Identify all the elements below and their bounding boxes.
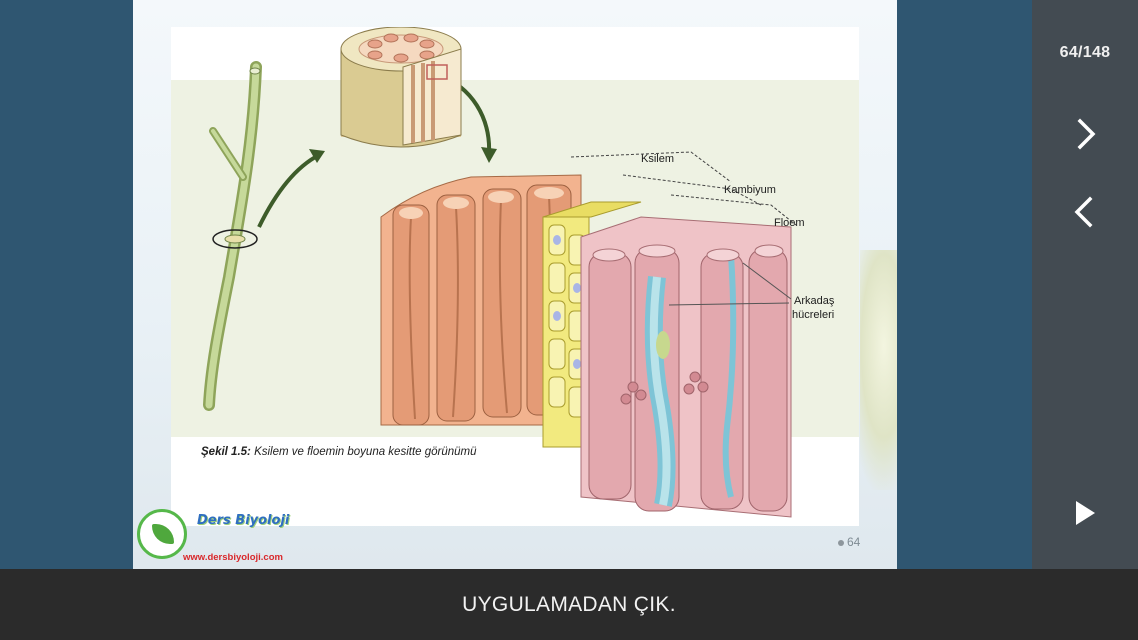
dot-icon — [838, 539, 844, 546]
logo-url: www.dersbiyoloji.com — [183, 552, 283, 563]
label-kambiyum: Kambiyum — [724, 184, 776, 196]
xylem-phloem-illustration — [203, 27, 797, 518]
logo-emblem — [137, 509, 187, 559]
bottom-bar: UYGULAMADAN ÇIK. — [0, 569, 1138, 640]
label-floem: Floem — [774, 217, 805, 229]
page-number-text: 64 — [847, 535, 861, 549]
viewer-stage: Ksilem Kambiyum Floem Arkadaş hücreleri … — [133, 0, 897, 569]
label-ksilem: Ksilem — [641, 153, 675, 165]
previous-page-button[interactable] — [1064, 191, 1106, 233]
leaf-icon — [152, 524, 174, 544]
figure: Ksilem Kambiyum Floem Arkadaş hücreleri … — [171, 27, 859, 526]
slide-decoration — [860, 250, 897, 490]
label-hucreleri: hücreleri — [792, 309, 835, 321]
play-button[interactable] — [1064, 492, 1106, 534]
stem-drawing — [203, 61, 262, 411]
play-icon — [1076, 501, 1095, 525]
caption-text: Ksilem ve floemin boyuna kesitte görünüm… — [250, 446, 477, 458]
chevron-right-icon — [1077, 118, 1096, 150]
slide-page-number: 64 — [838, 535, 860, 549]
figure-caption: Şekil 1.5: Ksilem ve floemin boyuna kesi… — [201, 446, 477, 458]
slide: Ksilem Kambiyum Floem Arkadaş hücreleri … — [133, 0, 897, 569]
site-logo: Ders Biyoloji www.dersbiyoloji.com — [133, 505, 303, 569]
caption-label: Şekil 1.5: — [201, 446, 251, 458]
phloem-drawing — [580, 216, 792, 518]
chevron-left-icon — [1074, 196, 1093, 228]
next-page-button[interactable] — [1064, 113, 1106, 155]
logo-title: Ders Biyoloji — [197, 513, 290, 528]
exit-app-button[interactable]: UYGULAMADAN ÇIK. — [462, 592, 676, 616]
stem-section-drawing — [340, 27, 462, 148]
label-arkadas: Arkadaş — [794, 295, 835, 307]
navigation-rail: 64/148 — [1032, 0, 1138, 569]
page-counter: 64/148 — [1059, 44, 1111, 61]
